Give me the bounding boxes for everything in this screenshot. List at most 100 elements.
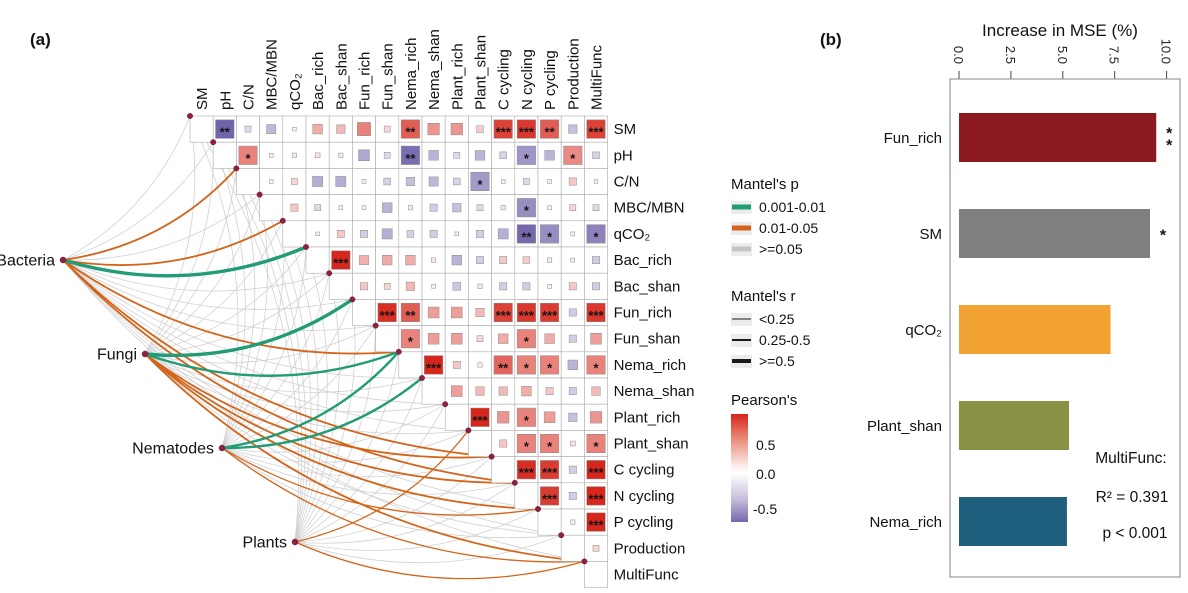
row-label: Fun_shan [614, 331, 681, 348]
pearson-square [405, 177, 415, 186]
mantel-edge-significant [62, 259, 400, 355]
taxon-node [291, 538, 299, 546]
pearson-square [497, 228, 509, 240]
pearson-square [540, 486, 560, 506]
matrix-cell-frame [236, 168, 260, 195]
significance-stars: *** [588, 518, 604, 533]
mantel-edge [144, 220, 284, 355]
pearson-square [500, 205, 506, 211]
pearson-square [312, 176, 323, 187]
legend-item-label: >=0.05 [759, 241, 803, 257]
mantel-edge-significant [144, 353, 539, 510]
significance-stars: *** [426, 360, 442, 375]
mantel-edge-significant [143, 297, 355, 358]
pearson-square [499, 151, 507, 159]
pearson-square [544, 150, 555, 161]
pearson-square [499, 256, 508, 265]
mantel-edge [62, 115, 191, 261]
category-label: Nema_rich [869, 514, 942, 531]
significance-stars: * [524, 360, 530, 375]
pearson-square [428, 150, 439, 161]
legend-item-label: >=0.5 [759, 353, 795, 369]
significance-stars: * [524, 413, 530, 428]
colorbar-tick-high: 0.5 [756, 437, 776, 453]
mantel-edge-significant [62, 167, 238, 261]
mantel-edge [294, 534, 562, 564]
pearson-square [586, 512, 606, 532]
pearson-square [452, 282, 461, 291]
pearson-square [476, 230, 484, 238]
row-label: qCO₂ [614, 226, 651, 243]
pearson-square [568, 177, 577, 186]
annotation-r2: R² = 0.391 [1096, 489, 1169, 506]
matrix-cell-frame [352, 299, 376, 326]
pearson-square [266, 124, 277, 134]
row-label: P cycling [614, 514, 674, 531]
row-label: Bac_rich [614, 252, 672, 269]
mantel-edge [294, 508, 539, 551]
row-label: N cycling [614, 488, 675, 505]
pearson-square [476, 335, 484, 342]
pearson-square [383, 283, 391, 290]
diagonal-node [581, 558, 588, 565]
pearson-square [406, 230, 415, 238]
mantel-edge [62, 259, 376, 331]
pearson-square [516, 355, 536, 375]
pearson-square [516, 329, 536, 349]
panel-a-label: (a) [30, 30, 51, 49]
pearson-square [292, 127, 297, 132]
orange-line-swatch [731, 221, 752, 235]
bar-4 [959, 497, 1067, 546]
significance-stars: * [593, 360, 599, 375]
mantel-edge [144, 353, 562, 536]
mantel-edge [294, 404, 446, 543]
pearson-square [454, 231, 460, 237]
pearson-square [290, 203, 299, 212]
pearson-square [568, 124, 578, 134]
pearson-square [516, 145, 536, 165]
bar-2 [959, 305, 1111, 354]
diagonal-node [419, 375, 425, 381]
pearson-square [400, 329, 420, 349]
matrix-cell-frame [421, 377, 446, 405]
mantel-correlation-panel: ****************************************… [0, 29, 694, 588]
significance-star: * [1160, 228, 1167, 245]
mantel-edge [221, 447, 562, 539]
green-line-swatch [731, 200, 752, 214]
mantel-edge-significant [294, 429, 470, 543]
pearson-square [545, 387, 554, 396]
matrix-cell-frame [468, 430, 492, 457]
row-label: Plant_shan [614, 436, 689, 453]
significance-stars: *** [542, 465, 558, 480]
pearson-square [516, 119, 536, 139]
mantel-edge [294, 351, 400, 543]
column-label: C/N [241, 84, 258, 110]
mantel-edge [62, 259, 585, 562]
mantel-edge [62, 194, 260, 261]
pearson-square [586, 303, 606, 322]
x-tick-label: 5.0 [1055, 46, 1070, 64]
pearson-square [499, 439, 508, 448]
pearson-square [452, 361, 461, 369]
mantel-edge [221, 447, 515, 496]
legend-item-mantel-p-2: 0.01-0.05 [731, 220, 818, 236]
significance-stars: *** [496, 308, 512, 323]
row-label: C/N [614, 174, 640, 191]
significance-stars: ** [545, 125, 556, 140]
pearson-square [540, 355, 560, 375]
significance-stars: *** [542, 491, 558, 506]
pearson-square [543, 411, 556, 424]
pearson-square [335, 176, 347, 187]
matrix-cell-frame [189, 115, 214, 143]
colorbar-tick-zero: 0.0 [756, 466, 776, 482]
pearson-square [570, 519, 576, 525]
legend-item-mantel-p-1: 0.001-0.01 [731, 199, 826, 215]
mantel-edge [189, 115, 300, 543]
legend-item-label: 0.001-0.01 [759, 199, 826, 215]
column-label: MultiFunc [589, 44, 606, 110]
pearson-square [360, 282, 368, 291]
pearson-square [516, 460, 536, 480]
diagonal-node [187, 113, 193, 119]
